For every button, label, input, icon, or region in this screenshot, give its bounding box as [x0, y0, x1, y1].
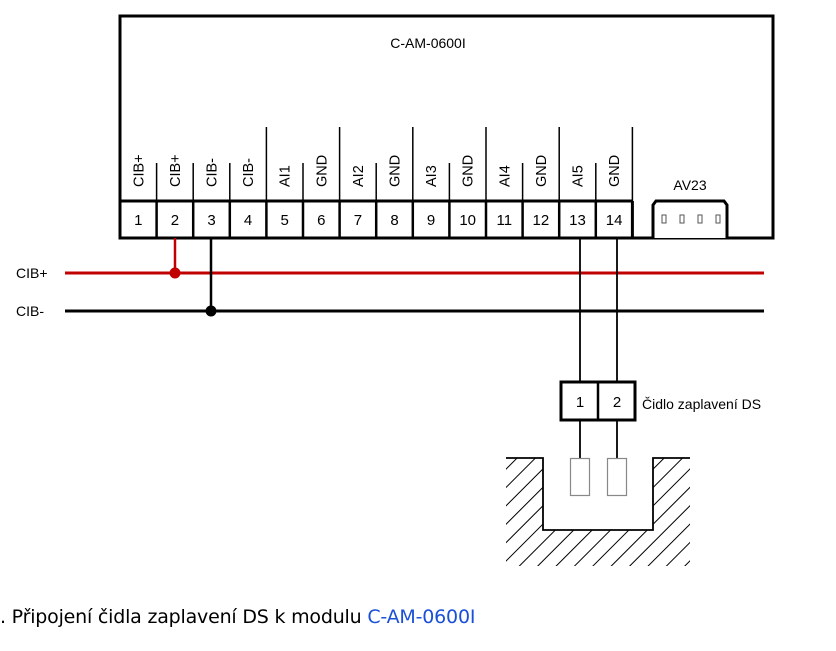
terminal-number: 8: [390, 212, 398, 229]
cib-minus-label: CIB-: [16, 303, 44, 319]
terminal-number: 9: [427, 212, 435, 229]
av23-pin: [697, 214, 703, 224]
terminal-label: GND: [388, 155, 404, 187]
terminal-number: 6: [317, 212, 325, 229]
cib-plus-label: CIB+: [16, 265, 48, 281]
cib-minus-junction: [205, 305, 217, 317]
figure-caption: . Připojení čidla zaplavení DS k modulu …: [0, 606, 475, 628]
terminal-number: 4: [244, 212, 252, 229]
label-dividers: [155, 127, 634, 201]
av23-label: AV23: [673, 177, 706, 193]
terminal-label: CIB-: [241, 158, 257, 187]
terminal-label: AI4: [497, 165, 513, 187]
terminal-label: AI5: [571, 165, 587, 187]
terminal-number: 3: [207, 212, 215, 229]
terminal-label: GND: [607, 155, 623, 187]
terminal-number: 11: [497, 212, 513, 229]
terminal-label: AI1: [278, 165, 294, 187]
terminal-label: AI3: [424, 165, 440, 187]
terminal-labels: CIB+ CIB+ CIB- CIB- AI1 GND AI2 GND AI3 GND AI4 GND…: [131, 154, 623, 187]
terminal-number: 12: [533, 212, 550, 229]
sensor-terminal-2: 2: [613, 394, 621, 411]
terminal-number: 7: [354, 212, 362, 229]
terminal-number: 13: [569, 212, 586, 229]
probe-electrode-1: [569, 457, 591, 497]
terminal-number: 5: [281, 212, 289, 229]
wiring-diagram: C-AM-0600I CIB+ CIB+ CIB- CIB- AI1 GND AI2 GND A…: [16, 14, 775, 566]
sensor-terminal-block: 1 2: [559, 380, 637, 422]
module-title: C-AM-0600I: [390, 35, 465, 51]
terminal-label: CIB-: [205, 158, 221, 187]
cib-plus-junction: [169, 267, 181, 279]
av23-pin: [661, 214, 667, 224]
terminal-label: GND: [534, 155, 550, 187]
flood-pit: [506, 457, 690, 566]
terminal-label: CIB+: [131, 154, 147, 187]
terminal-label: GND: [461, 155, 477, 187]
av23-housing: [651, 199, 729, 238]
terminal-number: 1: [134, 212, 142, 229]
caption-text: . Připojení čidla zaplavení DS k modulu: [0, 606, 368, 628]
terminal-label: AI2: [351, 165, 367, 187]
caption-module-link[interactable]: C-AM-0600I: [367, 606, 476, 628]
av23-pin: [679, 214, 685, 224]
terminal-number: 10: [459, 212, 476, 229]
av23-connector: AV23: [651, 177, 729, 238]
terminal-label: GND: [314, 155, 330, 187]
sensor-name: Čidlo zaplavení DS: [642, 396, 761, 412]
terminal-number: 14: [606, 212, 623, 229]
av23-pin: [715, 214, 721, 224]
sensor-terminal-1: 1: [576, 394, 584, 411]
terminal-number: 2: [171, 212, 179, 229]
probe-electrode-2: [606, 457, 628, 497]
terminal-label: CIB+: [168, 154, 184, 187]
